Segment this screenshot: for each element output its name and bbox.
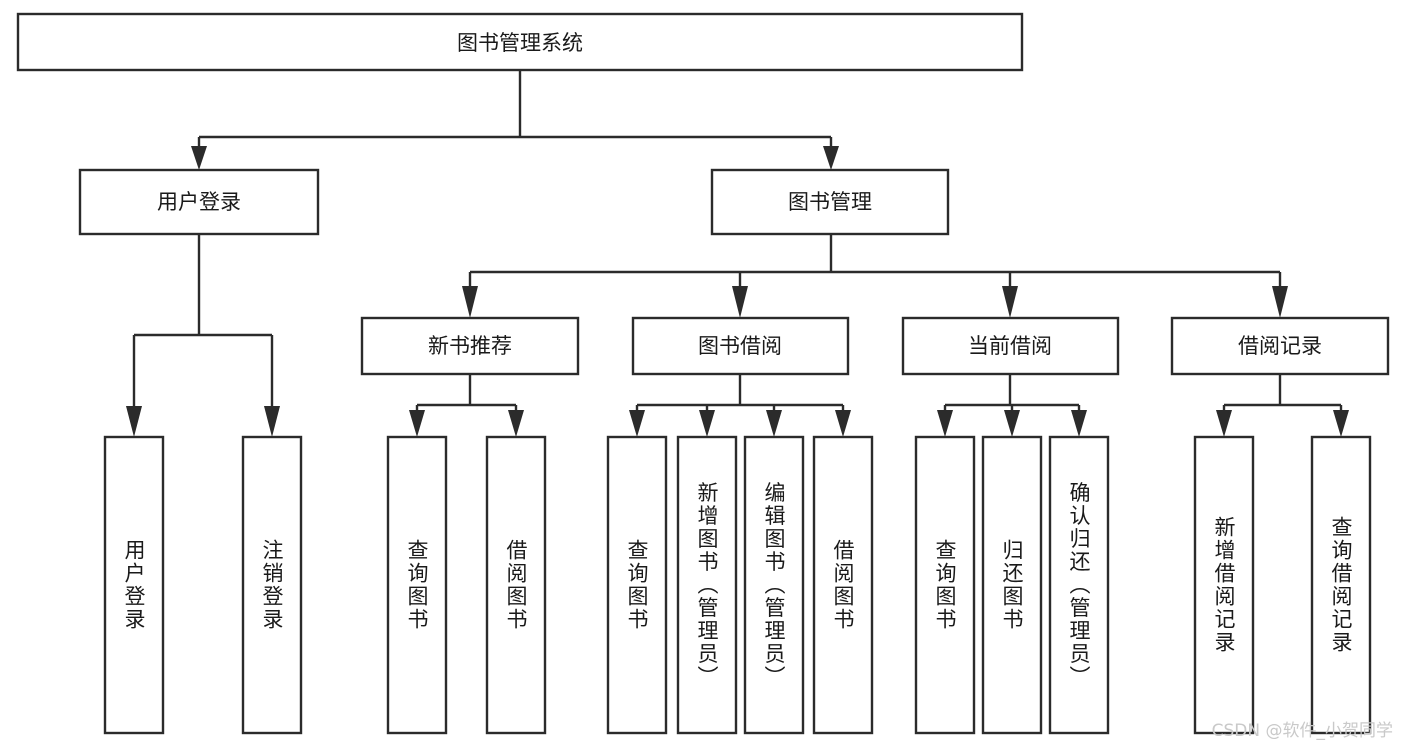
arrow-head-leaf-query-book-2 [629,410,645,437]
leaf-add-book-admin-box[interactable] [676,435,738,735]
leaf-logout-login-box[interactable] [241,435,303,735]
csdn-watermark: CSDN @软件_小贺同学 [1211,721,1393,741]
leaf-confirm-return-admin[interactable]: 确认归还（管理员） [1048,435,1110,735]
arrow-head-user-login [191,146,207,170]
leaf-add-book-admin-label: 新增图书（管理员） [695,482,719,689]
node-current-borrow-label: 当前借阅 [968,334,1052,358]
node-book-borrow-box[interactable] [631,316,850,376]
node-borrow-record-box[interactable] [1170,316,1390,376]
arrow-head-leaf-query-record [1333,410,1349,437]
leaf-edit-book-admin[interactable]: 编辑图书（管理员） [743,435,805,735]
leaf-borrow-book-newbook[interactable]: 借阅图书 [485,435,547,735]
node-user-login-label: 用户登录 [157,190,241,214]
arrow-head-leaf-return-book [1004,410,1020,437]
leaf-return-book[interactable]: 归还图书 [981,435,1043,735]
node-book-management-box[interactable] [710,168,950,236]
node-current-borrow-box[interactable] [901,316,1120,376]
leaf-user-login-label: 用户登录 [122,539,146,631]
node-new-book-recommend-box[interactable] [360,316,580,376]
leaf-add-borrow-record-box[interactable] [1193,435,1255,735]
leaf-add-borrow-record[interactable]: 新增借阅记录 [1193,435,1255,735]
leaf-edit-book-admin-box[interactable] [743,435,805,735]
node-borrow-record-label: 借阅记录 [1238,334,1322,358]
leaf-query-book-borrow-box[interactable] [606,435,668,735]
leaf-logout-login-label: 注销登录 [260,539,284,631]
leaf-borrow-book-borrow-label: 借阅图书 [831,539,855,631]
leaf-query-book-current-box[interactable] [914,435,976,735]
leaf-query-borrow-record-box[interactable] [1310,435,1372,735]
leaf-query-book-borrow[interactable]: 查询图书 [606,435,668,735]
arrow-head-leaf-edit-book [766,410,782,437]
arrow-head-current-borrow [1002,286,1018,318]
leaf-add-book-admin[interactable]: 新增图书（管理员） [676,435,738,735]
leaf-add-borrow-record-label: 新增借阅记录 [1212,516,1236,654]
arrow-head-leaf-query-book-3 [937,410,953,437]
arrow-head-leaf-confirm-return [1071,410,1087,437]
node-new-book-recommend[interactable]: 新书推荐 [360,316,580,376]
leaf-borrow-book-newbook-label: 借阅图书 [504,539,528,631]
node-book-management-label: 图书管理 [788,190,872,214]
arrow-head-leaf-add-book [699,410,715,437]
node-book-borrow[interactable]: 图书借阅 [631,316,850,376]
node-current-borrow[interactable]: 当前借阅 [901,316,1120,376]
leaf-query-book-newbook-box[interactable] [386,435,448,735]
arrow-head-new-book-rec [462,286,478,318]
node-root[interactable]: 图书管理系统 [16,12,1024,72]
arrow-head-leaf-add-record [1216,410,1232,437]
leaf-confirm-return-admin-box[interactable] [1048,435,1110,735]
arrow-head-book-mgmt [823,146,839,170]
leaf-logout-login[interactable]: 注销登录 [241,435,303,735]
leaf-query-book-current-label: 查询图书 [933,539,957,631]
node-user-login-box[interactable] [78,168,320,236]
leaf-query-borrow-record-label: 查询借阅记录 [1329,516,1353,654]
arrow-head-leaf-query-book-1 [409,410,425,437]
arrow-head-book-borrow [732,286,748,318]
arrow-head-leaf-user-login [126,406,142,437]
node-user-login[interactable]: 用户登录 [78,168,320,236]
arrow-head-borrow-record [1272,286,1288,318]
leaf-query-book-borrow-label: 查询图书 [625,539,649,631]
leaf-user-login-box[interactable] [103,435,165,735]
leaf-return-book-box[interactable] [981,435,1043,735]
arrow-head-leaf-logout-login [264,406,280,437]
leaf-confirm-return-admin-label: 确认归还（管理员） [1067,482,1091,689]
leaf-borrow-book-borrow[interactable]: 借阅图书 [812,435,874,735]
node-new-book-recommend-label: 新书推荐 [428,334,512,358]
leaf-borrow-book-newbook-box[interactable] [485,435,547,735]
node-borrow-record[interactable]: 借阅记录 [1170,316,1390,376]
arrow-head-leaf-borrow-book-2 [835,410,851,437]
leaf-query-book-newbook-label: 查询图书 [405,539,429,631]
leaf-user-login[interactable]: 用户登录 [103,435,165,735]
leaf-borrow-book-borrow-box[interactable] [812,435,874,735]
leaf-return-book-label: 归还图书 [1000,539,1024,631]
leaf-query-borrow-record[interactable]: 查询借阅记录 [1310,435,1372,735]
arrow-head-leaf-borrow-book-1 [508,410,524,437]
connectors-layer [126,70,1349,437]
leaf-edit-book-admin-label: 编辑图书（管理员） [762,482,786,689]
leaf-query-book-newbook[interactable]: 查询图书 [386,435,448,735]
node-book-borrow-label: 图书借阅 [698,334,782,358]
node-root-label: 图书管理系统 [457,31,583,55]
node-book-management[interactable]: 图书管理 [710,168,950,236]
node-root-box[interactable] [16,12,1024,72]
leaf-query-book-current[interactable]: 查询图书 [914,435,976,735]
